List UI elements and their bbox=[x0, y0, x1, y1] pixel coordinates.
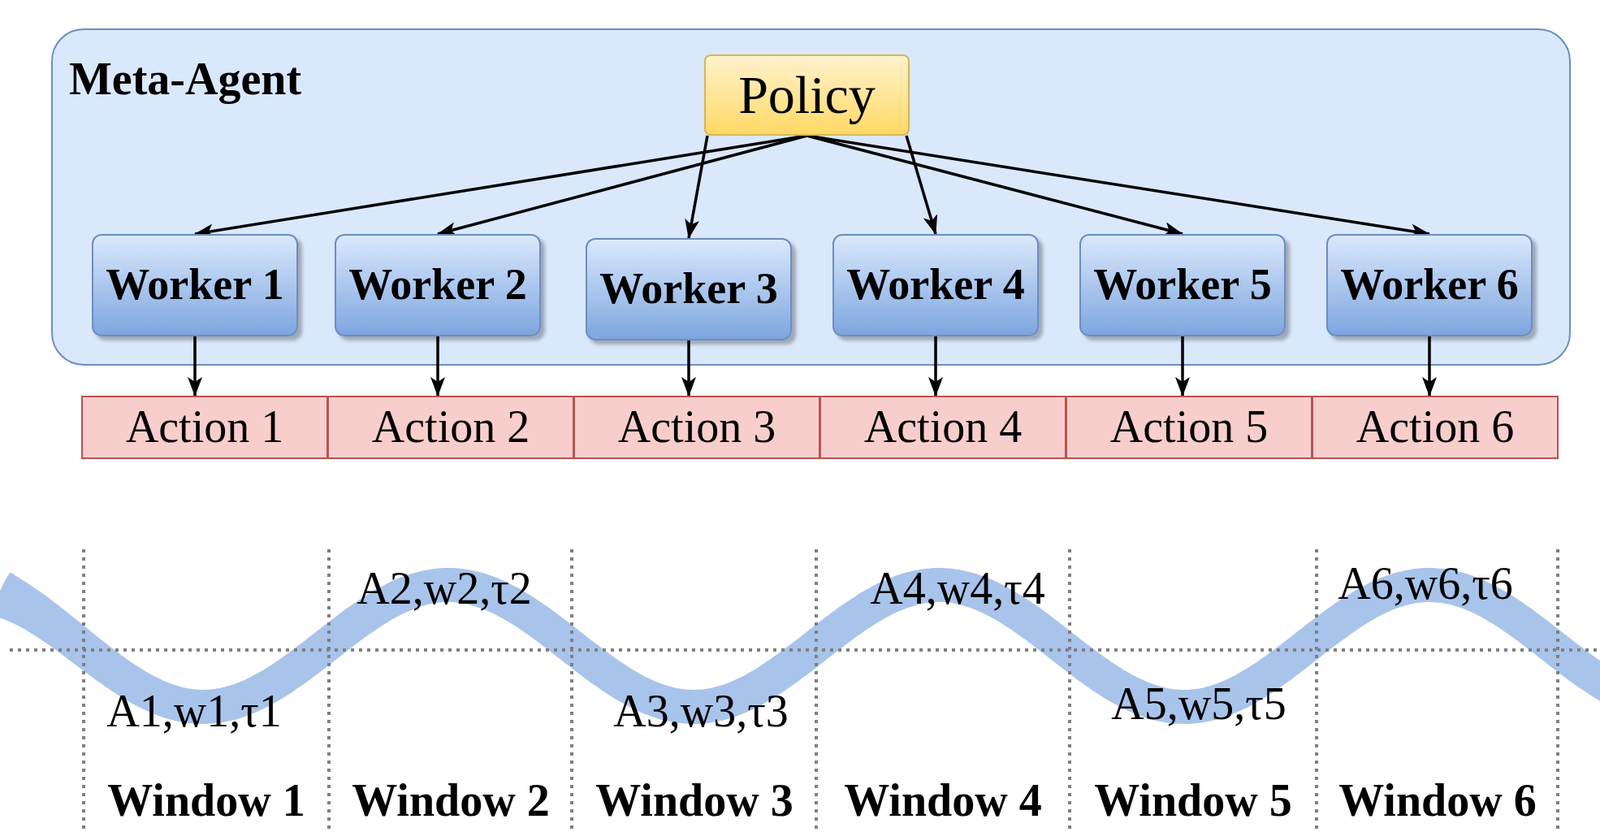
arrow-connector bbox=[1180, 336, 1185, 396]
arrow-connector bbox=[906, 135, 936, 234]
window-name: Window 3 bbox=[595, 775, 793, 826]
arrow-connector bbox=[436, 336, 440, 396]
arrow-connector bbox=[193, 336, 197, 396]
window-divider bbox=[1556, 549, 1560, 829]
window-divider bbox=[327, 549, 331, 829]
node-label: Worker 2 bbox=[348, 260, 527, 309]
node-label: Action 2 bbox=[371, 402, 530, 453]
node-label: Action 5 bbox=[1110, 402, 1268, 453]
worker-box: Worker 1 bbox=[91, 233, 299, 337]
worker-box: Worker 4 bbox=[832, 233, 1039, 337]
action-box: Action 6 bbox=[1311, 395, 1559, 459]
action-box: Action 4 bbox=[819, 395, 1067, 459]
arrow-connector bbox=[688, 135, 708, 238]
window-name: Window 2 bbox=[351, 775, 550, 826]
window-name: Window 4 bbox=[843, 775, 1042, 826]
arrow-connector bbox=[687, 340, 691, 396]
action-box: Action 3 bbox=[573, 395, 821, 459]
worker-box: Worker 3 bbox=[585, 237, 792, 341]
policy-box: Policy bbox=[704, 54, 910, 136]
node-label: Action 3 bbox=[618, 402, 776, 453]
node-label: Action 4 bbox=[864, 402, 1022, 453]
baseline bbox=[9, 648, 1600, 652]
arrow-connector bbox=[437, 135, 808, 234]
arrow-connector bbox=[194, 135, 808, 234]
window-parameters: A1,w1,τ1 bbox=[106, 686, 282, 737]
arrow-connector bbox=[934, 336, 938, 396]
window-parameters: A2,w2,τ2 bbox=[356, 563, 532, 615]
worker-box: Worker 2 bbox=[334, 233, 541, 337]
node-label: Action 1 bbox=[125, 402, 284, 453]
window-divider bbox=[82, 549, 86, 829]
worker-box: Worker 6 bbox=[1326, 233, 1533, 337]
window-divider bbox=[570, 549, 574, 829]
window-name: Window 5 bbox=[1094, 775, 1292, 826]
window-divider bbox=[1314, 549, 1319, 829]
node-label: Worker 3 bbox=[599, 264, 778, 313]
window-parameters: A5,w5,τ5 bbox=[1111, 678, 1286, 730]
node-label: Worker 1 bbox=[105, 260, 284, 309]
node-label: Policy bbox=[738, 65, 876, 126]
window-parameters: A3,w3,τ3 bbox=[613, 686, 788, 737]
meta-agent-container: Meta-Agent PolicyWorker 1 Worker 2 Worker 3… bbox=[51, 28, 1571, 366]
node-label: Worker 6 bbox=[1340, 260, 1518, 309]
arrow-connector bbox=[1427, 336, 1432, 396]
window-name: Window 1 bbox=[107, 775, 305, 826]
arrow-connector bbox=[807, 135, 1431, 234]
window-divider bbox=[814, 549, 818, 829]
node-label: Worker 4 bbox=[846, 260, 1025, 309]
node-label: Action 6 bbox=[1356, 402, 1514, 453]
window-divider bbox=[1068, 549, 1072, 829]
action-box: Action 1 bbox=[81, 395, 329, 459]
arrow-connector bbox=[807, 135, 1184, 234]
node-label: Worker 5 bbox=[1093, 260, 1272, 309]
action-box: Action 5 bbox=[1065, 395, 1313, 459]
window-grid bbox=[9, 549, 1600, 829]
worker-box: Worker 5 bbox=[1079, 233, 1286, 337]
container-heading: Meta-Agent bbox=[69, 54, 302, 105]
action-box: Action 2 bbox=[327, 395, 575, 459]
window-parameters: A6,w6,τ6 bbox=[1337, 558, 1513, 610]
window-parameters: A4,w4,τ4 bbox=[869, 563, 1045, 615]
window-name: Window 6 bbox=[1338, 775, 1536, 826]
